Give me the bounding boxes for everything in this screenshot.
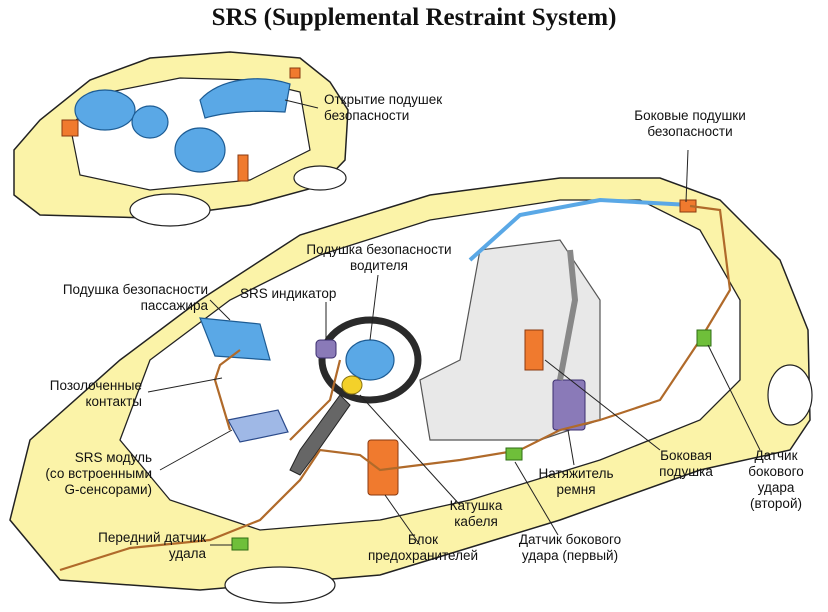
passenger-airbag-module [199,317,271,361]
label-srs-module: SRS модуль (со встроенными G-сенсорами) [45,450,152,497]
seat-side-airbag [524,329,544,371]
label-fuse-block: Блок предохранителей [367,532,479,563]
srs-indicator-lamp [315,339,337,359]
side-impact-sensor-1 [505,447,523,461]
small-car-illustration [13,51,349,227]
label-side-sensor-2: Датчик бокового удара (второй) [748,448,804,511]
side-impact-sensor-2 [696,329,712,347]
label-passenger-airbag: Подушка безопасности пассажира [62,282,208,313]
steering-wheel [318,316,422,404]
label-driver-airbag: Подушка безопасности водителя [306,242,452,273]
label-airbag-deploy: Открытие подушек безопасности [324,92,443,123]
deployed-airbag-side [174,127,226,173]
driver-airbag-module [345,339,395,381]
srs-wiring [59,204,732,572]
srs-module-box [227,409,289,443]
label-gold-contacts: Позолоченные контакты [49,378,142,409]
label-side-cushion: Боковая подушка [659,448,713,479]
belt-pretensioner [552,379,586,431]
deployed-airbag-front [74,89,136,131]
label-side-sensor-1: Датчик бокового удара (первый) [518,532,622,563]
main-car-illustration [9,177,813,604]
label-front-sensor: Передний датчик удала [98,530,206,561]
label-cable-reel: Катушка кабеля [449,498,503,529]
label-pretensioner: Натяжитель ремня [538,466,614,497]
leader-lines [147,99,761,546]
label-srs-indicator: SRS индикатор [240,286,337,301]
page-title: SRS (Supplemental Restraint System) [211,4,617,31]
label-side-airbags: Боковые подушки безопасности [634,108,746,139]
front-impact-sensor [231,537,249,551]
